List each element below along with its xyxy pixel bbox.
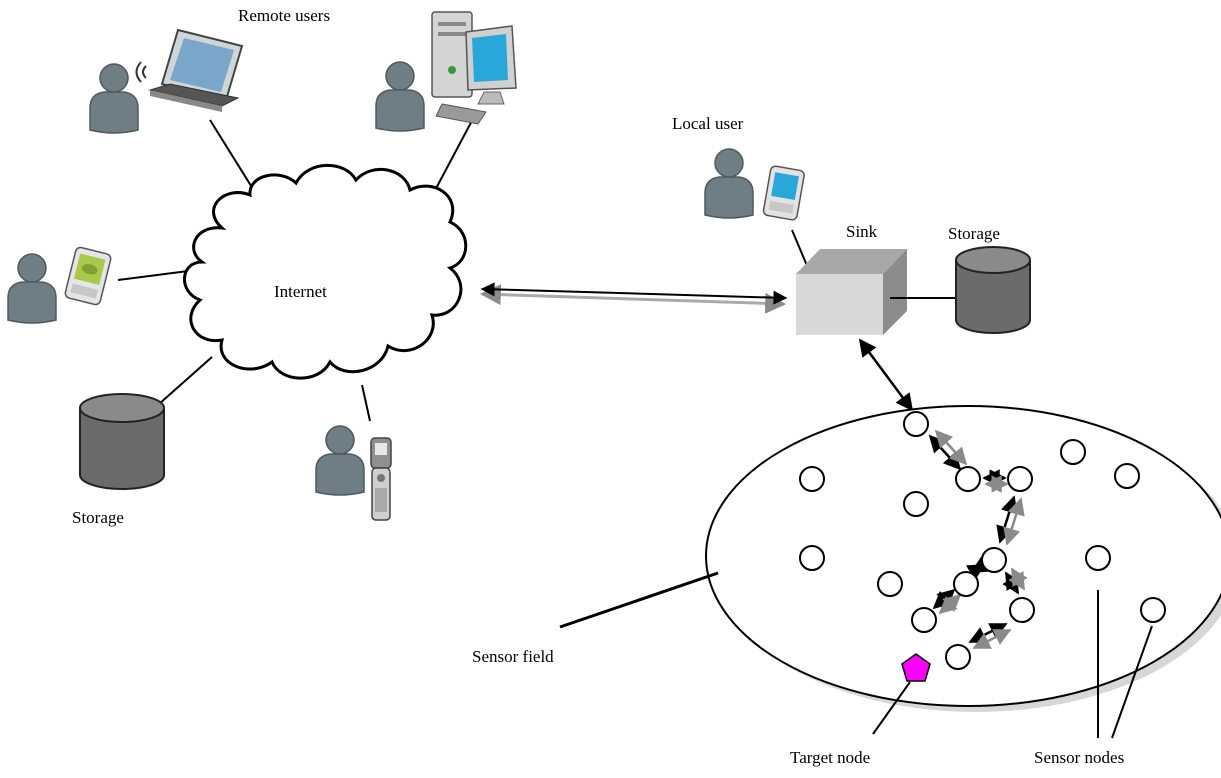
- storage-cylinder-icon: [79, 393, 165, 490]
- target-pentagon-icon: [901, 653, 931, 682]
- sensor-node-icon: [903, 411, 929, 437]
- person-icon: [704, 148, 754, 219]
- storage-internet-label: Storage: [72, 508, 124, 527]
- sensor-node-icon: [1085, 545, 1111, 571]
- sink-field-link: [858, 338, 914, 412]
- sensor-node-icon: [1007, 466, 1033, 492]
- sensor-node-icon: [1060, 439, 1086, 465]
- laptop-link-line: [209, 119, 259, 198]
- remote-user-phone: [315, 425, 392, 521]
- mobile-phone-icon: [370, 437, 392, 521]
- sensor-node-icon: [955, 466, 981, 492]
- sensor-node-icon: [799, 466, 825, 492]
- sensor-node-icon: [1114, 463, 1140, 489]
- local-user-group: [704, 148, 809, 269]
- storage-cylinder-icon: [955, 246, 1031, 334]
- sensor-nodes: [799, 411, 1166, 670]
- person-icon: [315, 425, 365, 496]
- sensor-node-icon: [953, 571, 979, 597]
- pda-icon: [762, 165, 805, 221]
- pda-link-line: [117, 269, 197, 281]
- sensor-field-ellipse: [705, 405, 1221, 707]
- sensor-node-icon: [981, 547, 1007, 573]
- desktop-computer-icon: [431, 11, 517, 125]
- phone-link-line: [361, 384, 371, 422]
- routing-path-arrows: [928, 429, 1028, 650]
- local-user-link-line: [791, 229, 809, 269]
- laptop-icon: [135, 28, 244, 112]
- remote-user-desktop: [375, 11, 517, 132]
- sensor-node-icon: [903, 491, 929, 517]
- sink-label: Sink: [846, 222, 878, 241]
- sensor-field-pointer: [559, 571, 719, 629]
- remote-user-pda: [7, 246, 112, 324]
- sensor-nodes-pointer-2: [1111, 625, 1153, 739]
- sensor-field-label: Sensor field: [472, 647, 554, 666]
- cloud-icon: [183, 163, 468, 380]
- person-icon: [89, 63, 139, 134]
- storage-sink-label: Storage: [948, 224, 1000, 243]
- sink-box-icon: [796, 249, 907, 335]
- sensor-node-icon: [1140, 597, 1166, 623]
- internet-label: Internet: [274, 282, 327, 301]
- desktop-link-line: [431, 114, 476, 197]
- person-icon: [375, 61, 425, 132]
- target-pointer: [872, 681, 911, 735]
- sensor-node-icon: [877, 571, 903, 597]
- local-user-label: Local user: [672, 114, 744, 133]
- remote-users-label: Remote users: [238, 6, 331, 25]
- remote-user-laptop: [89, 28, 244, 134]
- sensor-node-icon: [911, 607, 937, 633]
- person-icon: [7, 253, 57, 324]
- internet-sink-link: [479, 282, 788, 314]
- sensor-node-icon: [799, 545, 825, 571]
- target-node-label: Target node: [790, 748, 871, 767]
- sensor-node-icon: [1009, 597, 1035, 623]
- sensor-node-icon: [945, 644, 971, 670]
- pda-icon: [64, 246, 112, 306]
- sensor-nodes-label: Sensor nodes: [1034, 748, 1125, 767]
